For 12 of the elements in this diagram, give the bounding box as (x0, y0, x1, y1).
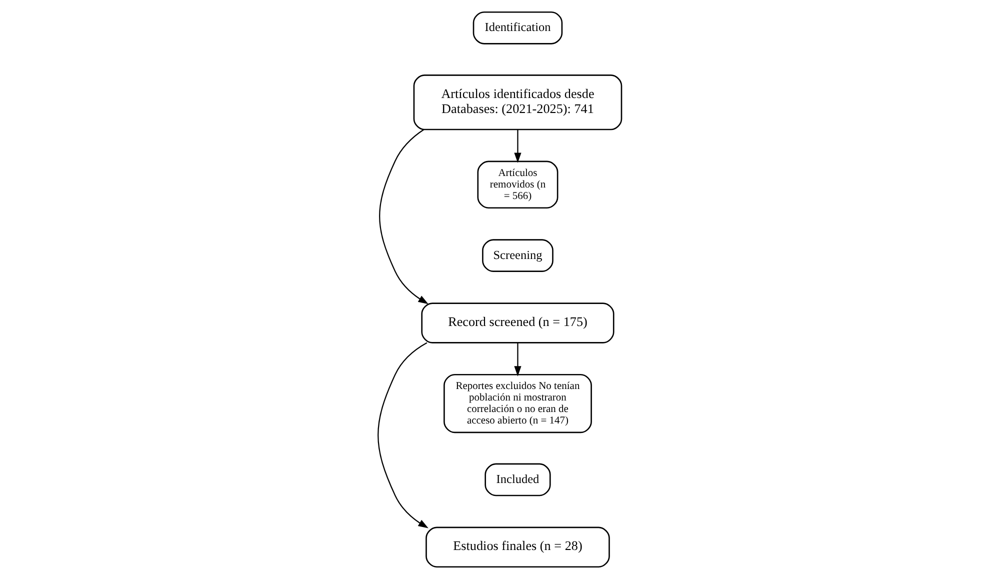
node-box: Identification (472, 12, 563, 44)
node-box: Screening (482, 239, 554, 272)
node-box: Estudios finales (n = 28) (426, 526, 610, 568)
arrow (379, 129, 428, 304)
arrow (378, 342, 428, 528)
node-box: Artículos identificados desde Databases: (2021-2025): 741 (413, 74, 622, 130)
node-box: Record screened (n = 175) (421, 302, 614, 344)
node-box: Reportes excluidos No tenían población ni mostraron correlación o no eran de acceso abierto (n = 147) (444, 374, 592, 434)
node-box: Artículos removidos (n = 566) (477, 160, 558, 208)
arrow (514, 342, 522, 376)
node-box: Included (484, 463, 551, 496)
arrow (514, 130, 522, 163)
